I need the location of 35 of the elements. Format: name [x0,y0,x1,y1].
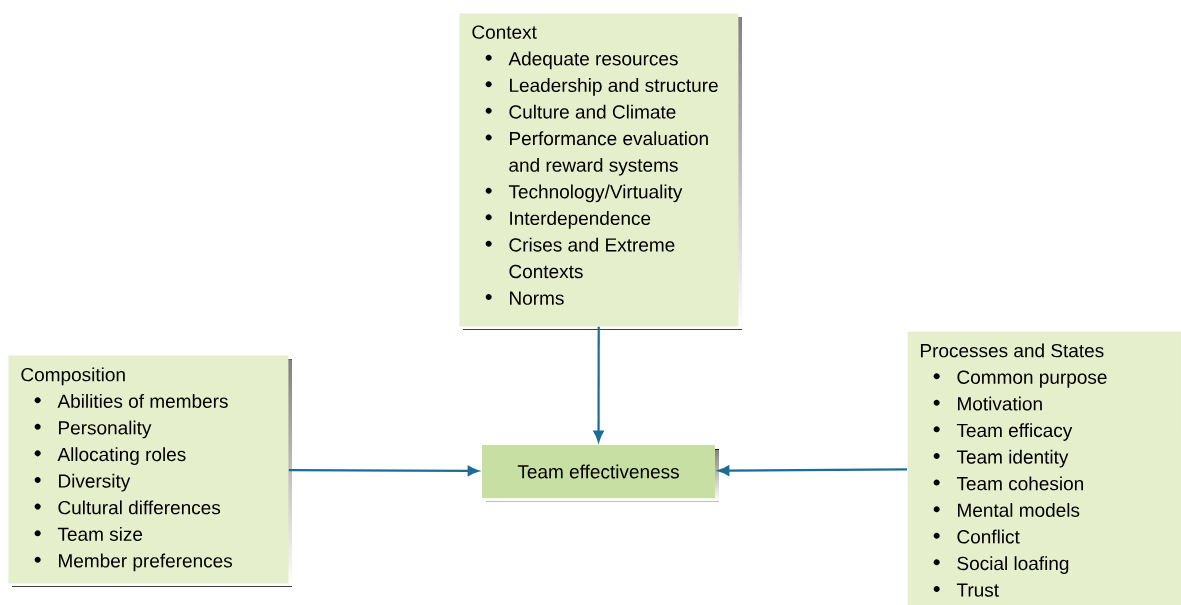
list-item: Social loafing [957,556,1069,574]
list-item: Common purpose [957,370,1107,388]
list-item: Norms [510,291,564,305]
list-item: Mental models [958,503,1080,517]
list-item: Cultural differences [58,500,221,515]
list-item: Conflict [957,529,1020,544]
list-item: Trust [956,583,999,597]
list-item: Member preferences [59,553,232,572]
list-item: Leadership and structure [510,78,718,96]
list-item: Culture and Climate [509,104,676,119]
box-heading: Context [472,25,537,39]
arrow [593,326,604,442]
list-item: Performance evaluation and reward systems [509,131,708,176]
list-item: Crises and Extreme Contexts [509,237,675,279]
list-item: Technology/Virtuality [508,184,683,203]
factor-box [459,13,742,330]
arrow [718,465,908,476]
list-item: Abilities of members [57,394,228,408]
list-item: Interdependence [510,211,651,229]
list-item: Allocating roles [57,447,186,465]
list-item: Team identity [956,449,1069,468]
list-item: Diversity [59,473,131,492]
box-heading: Composition [21,367,125,386]
list-item: Team size [57,527,143,541]
list-item: Motivation [958,396,1042,411]
factor-box [907,331,1181,605]
list-item: Personality [59,420,152,439]
box-label: Team effectiveness [517,464,679,479]
factor-box [8,355,292,587]
box-heading: Processes and States [921,343,1104,358]
list-item: Adequate resources [508,51,678,70]
arrow [288,465,479,476]
list-item: Team efficacy [956,423,1073,441]
outcome-box [482,445,719,502]
list-item: Team cohesion [956,476,1083,491]
